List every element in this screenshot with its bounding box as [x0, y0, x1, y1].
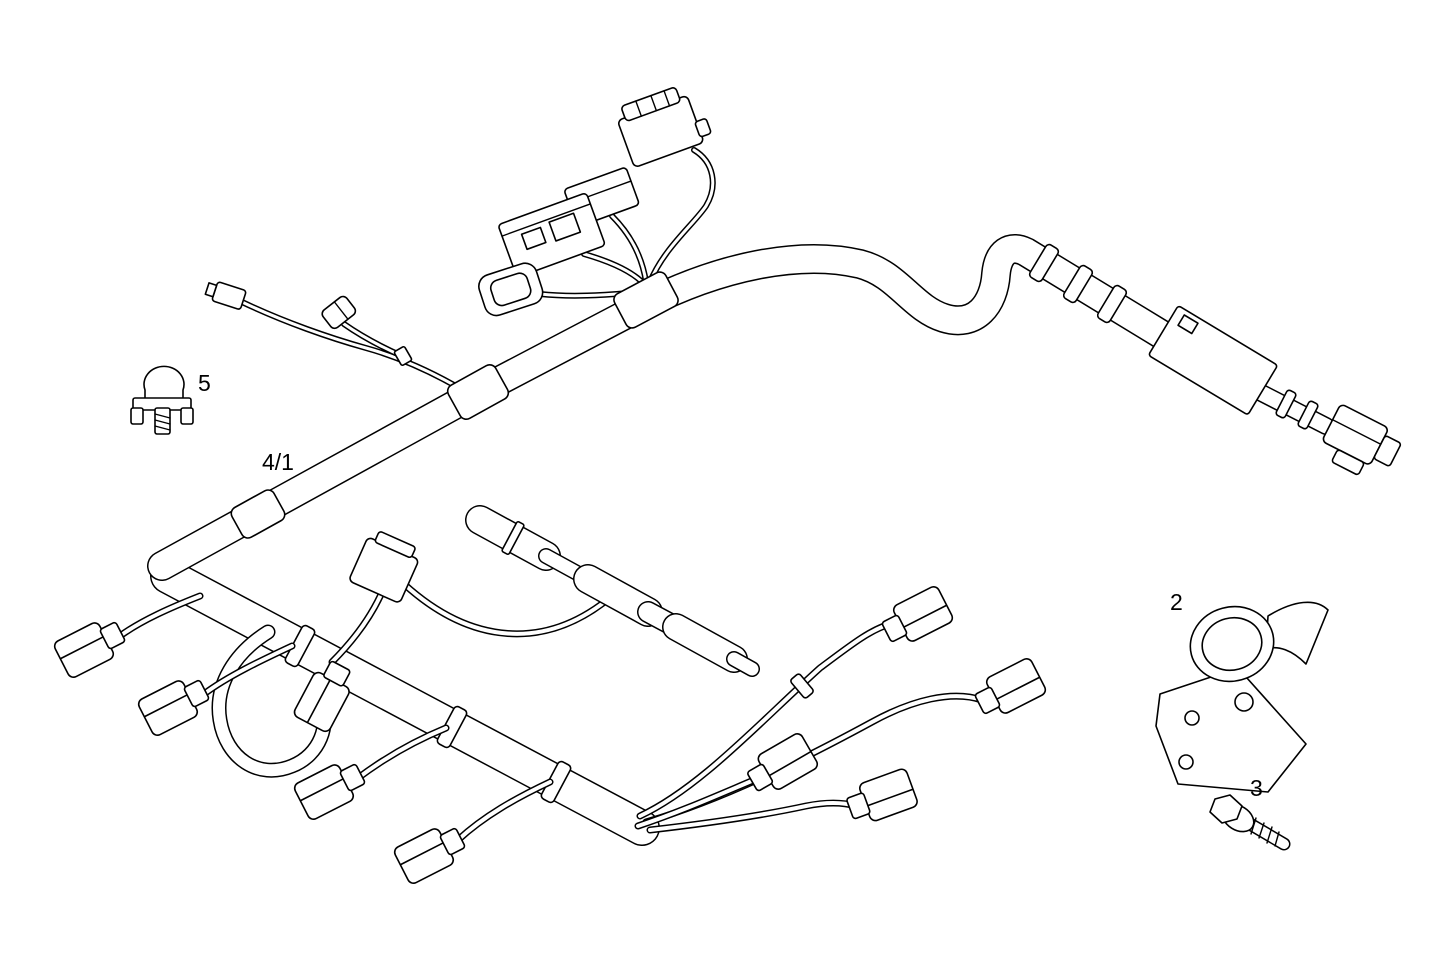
- clamp-tab: [130, 407, 144, 425]
- trunk-sleeve: [230, 489, 286, 539]
- chain-ring: [501, 521, 525, 555]
- bolt-thread: [1266, 826, 1273, 844]
- relay-tail: [694, 118, 712, 138]
- sleeve-band: [1096, 284, 1128, 324]
- injector-connector: [391, 818, 471, 887]
- flat-module-seam: [501, 203, 592, 237]
- small-boot-seam: [333, 301, 349, 320]
- junction-block-body: [1148, 305, 1278, 415]
- screw-thread: [154, 425, 171, 431]
- mount-cap: [374, 531, 416, 559]
- rib-line: [650, 94, 658, 112]
- sleeve-band: [1062, 264, 1094, 304]
- junction-block-window: [1177, 314, 1199, 335]
- label-part-2: 2: [1170, 589, 1183, 615]
- corrugated-section: [1028, 243, 1128, 324]
- rib-line: [635, 100, 643, 117]
- cylinder-chain: [480, 520, 752, 669]
- fanout-wires: [638, 624, 982, 830]
- tail-band: [1275, 389, 1297, 419]
- inline-splice-bead: [393, 346, 413, 366]
- bolt: [1209, 794, 1284, 847]
- injector-connector: [51, 612, 131, 681]
- rail-mount-connector: [349, 531, 419, 603]
- label-part-4-1: 4/1: [262, 449, 294, 475]
- mount-hole: [1234, 692, 1254, 712]
- screw-thread: [154, 413, 171, 419]
- grommet-ring-inner: [1201, 616, 1263, 672]
- label-part-3: 3: [1250, 775, 1263, 801]
- end-connector: [1322, 404, 1402, 476]
- injector-connector: [135, 670, 215, 739]
- lead-wire-core: [648, 148, 715, 284]
- lead-wire: [584, 254, 646, 286]
- sleeve-band: [1028, 243, 1060, 283]
- flat-module-slot: [520, 226, 547, 251]
- trunk-core: [162, 306, 642, 566]
- left-branch-wires: [242, 302, 466, 392]
- trunk-bend-core: [642, 249, 1164, 336]
- cable-clamp: [130, 365, 194, 435]
- clamp-tab: [180, 407, 194, 425]
- relay-module: [618, 87, 712, 167]
- boot-inner: [489, 272, 532, 307]
- trunk-junction-sleeve: [613, 271, 679, 329]
- end-connector-latch: [1331, 449, 1365, 476]
- sensor-connector: [969, 655, 1049, 724]
- clamp-loop: [143, 365, 185, 401]
- small-boot-body: [321, 295, 357, 330]
- chain-tip-core: [734, 659, 752, 669]
- small-plug: [204, 281, 247, 310]
- label-part-5: 5: [198, 370, 211, 396]
- sensor-connector: [876, 583, 956, 652]
- rail-band: [436, 705, 468, 749]
- mount-hole: [1178, 754, 1194, 770]
- chain-capsule-core: [676, 627, 734, 659]
- mount-hole: [1184, 710, 1200, 726]
- tail-band: [1297, 400, 1319, 430]
- flat-module-slot: [548, 212, 582, 242]
- bolt-thread: [1258, 822, 1265, 839]
- bolt-hex-head: [1209, 794, 1243, 824]
- end-connector-seam: [1331, 419, 1382, 445]
- trunk-sleeve: [446, 364, 510, 420]
- bracket-tab: [1265, 601, 1329, 665]
- mounting-bracket: [1155, 601, 1329, 793]
- sensor-connector: [842, 766, 920, 829]
- small-plug-tip: [204, 282, 218, 298]
- flat-module: [498, 193, 606, 278]
- rib-line: [663, 90, 671, 107]
- injector-rail-tube: [168, 576, 642, 828]
- junction-block: [1148, 305, 1278, 415]
- mid-branch-wires: [332, 584, 612, 662]
- boot-connector: [478, 262, 544, 317]
- rail-band: [284, 624, 316, 668]
- bolt-thread: [1274, 831, 1280, 847]
- flat-module-body: [498, 193, 606, 278]
- small-boot-plug: [321, 295, 357, 330]
- sensor-connector: [741, 730, 821, 801]
- bracket-plate: [1155, 667, 1307, 793]
- rail-core: [168, 576, 642, 828]
- screw-thread: [154, 419, 171, 425]
- fanout-sleeve: [790, 673, 814, 699]
- end-connector-tab: [1373, 435, 1402, 467]
